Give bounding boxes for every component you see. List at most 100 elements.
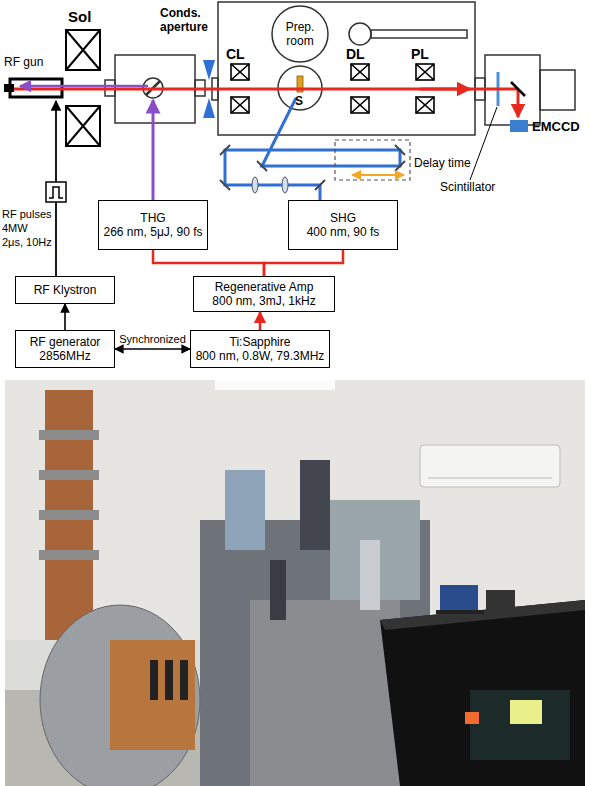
lens-symbol <box>416 97 434 113</box>
lab-photo <box>465 712 479 724</box>
part-label: Delay time <box>414 156 471 170</box>
solenoid-coil <box>66 30 100 70</box>
edge-label: Synchronized <box>119 333 186 346</box>
lab-photo <box>39 510 99 520</box>
electron-beam <box>14 88 518 91</box>
electron-beam <box>420 88 470 91</box>
connector <box>64 304 66 330</box>
lab-photo <box>250 600 400 786</box>
solenoid-coil <box>66 106 100 146</box>
lens-symbol <box>231 97 249 113</box>
process-box: THG266 nm, 5μJ, 90 fs <box>98 200 208 250</box>
box-text: 266 nm, 5μJ, 90 fs <box>104 225 203 239</box>
aperture-symbol <box>203 60 215 80</box>
lens-symbol <box>231 97 249 113</box>
box-text: 2856MHz <box>39 349 90 363</box>
lens-symbol <box>351 97 369 113</box>
lab-photo <box>510 700 542 724</box>
lab-photo <box>150 660 158 700</box>
solenoid-coil <box>66 106 100 146</box>
lab-photo <box>420 445 560 487</box>
box-text: Ti:Sapphire <box>230 335 291 349</box>
uv-beam <box>20 86 153 200</box>
pump-beam <box>395 145 405 155</box>
lab-photo <box>380 600 585 630</box>
pump-beam <box>220 180 230 190</box>
lab-photo <box>5 380 585 786</box>
part-label: DL <box>346 46 365 63</box>
lab-photo <box>225 470 265 550</box>
pump-beam <box>220 145 230 155</box>
lens-symbol <box>351 64 369 80</box>
lab-photo <box>110 640 195 750</box>
lab-photo <box>440 585 478 610</box>
lab-photo <box>428 478 552 479</box>
lab-photo <box>436 610 484 614</box>
part-label: 4MW <box>2 222 28 235</box>
lens-symbol <box>351 64 369 80</box>
connector <box>153 250 264 276</box>
circle-outline <box>272 6 328 62</box>
lab-photo <box>270 560 286 620</box>
solenoid-coil <box>66 30 100 70</box>
lab-photo <box>165 660 173 700</box>
camera <box>510 120 528 132</box>
detector-chamber <box>540 70 575 110</box>
process-box: Regenerative Amp800 nm, 3mJ, 1kHz <box>193 276 335 312</box>
rf-feed-line <box>46 182 66 202</box>
pump-beam <box>257 161 267 171</box>
box-text: 400 nm, 90 fs <box>307 225 380 239</box>
box-text: Prep. room <box>276 20 324 49</box>
part-label: 2μs, 10Hz <box>2 236 52 249</box>
box-text: THG <box>140 211 165 225</box>
electron-beam <box>517 89 520 117</box>
lens-symbol <box>231 64 249 80</box>
camera <box>510 120 528 132</box>
lab-photo <box>486 590 515 612</box>
part-label: S <box>295 94 303 108</box>
uv-beam <box>152 100 155 200</box>
solenoid-coil <box>66 30 100 70</box>
box-text: 800 nm, 3mJ, 1kHz <box>212 294 315 308</box>
lens-symbol <box>231 64 249 80</box>
part-label: RF gun <box>4 55 43 69</box>
solenoid-coil <box>66 106 100 146</box>
lab-photo <box>180 660 188 700</box>
rf-gun <box>4 84 14 92</box>
part-label: Conds. aperture <box>160 6 216 35</box>
room-circle: Prep. room <box>271 5 329 63</box>
pump-beam <box>395 161 405 171</box>
process-box: SHG400 nm, 90 fs <box>288 200 398 250</box>
pump-beam <box>282 177 288 193</box>
pump-beam <box>252 177 258 193</box>
box-text: 800 nm, 0.8W, 79.3MHz <box>196 349 325 363</box>
process-box: Ti:Sapphire800 nm, 0.8W, 79.3MHz <box>190 330 330 368</box>
lab-photo <box>39 550 99 560</box>
lens-symbol <box>416 97 434 113</box>
box-text: SHG <box>330 211 356 225</box>
uv-beam <box>20 85 148 88</box>
main-chamber <box>371 30 467 38</box>
pump-beam <box>335 140 410 180</box>
aperture-symbol <box>203 98 215 118</box>
electron-beam <box>511 82 525 96</box>
lab-photo <box>300 460 330 550</box>
pump-beam <box>315 180 325 190</box>
main-chamber <box>212 2 475 135</box>
pump-beam <box>352 174 404 176</box>
lens-symbol <box>231 64 249 80</box>
lab-photo <box>470 690 570 760</box>
connector <box>259 312 262 330</box>
part-label: Scintillator <box>440 180 495 194</box>
lab-photo <box>360 540 380 610</box>
pump-beam <box>220 98 410 200</box>
scintillator <box>470 107 497 180</box>
part-label: Sol <box>68 8 91 26</box>
connector <box>115 348 190 350</box>
box-text: RF Klystron <box>34 283 97 297</box>
lens-symbol <box>231 97 249 113</box>
box-text: RF generator <box>30 335 101 349</box>
lens-symbol <box>351 97 369 113</box>
main-chamber <box>349 23 371 45</box>
